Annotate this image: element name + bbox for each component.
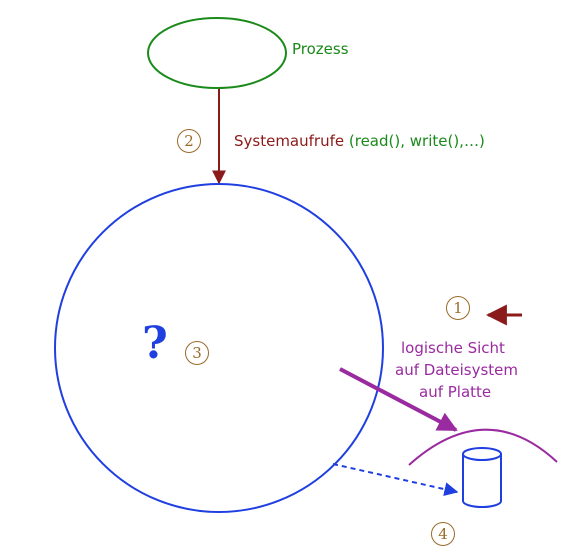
disk-icon — [462, 447, 502, 508]
disk-access-arrow — [332, 463, 459, 497]
kernel-circle — [54, 183, 384, 513]
logical-view-line-1: logische Sicht — [401, 339, 505, 357]
logical-view-line-3: auf Platte — [419, 383, 492, 401]
marker-4: 4 — [431, 522, 455, 546]
disk-surface-arc — [408, 428, 558, 466]
marker-1: 1 — [446, 296, 470, 320]
question-mark: ? — [142, 318, 168, 369]
process-ellipse — [147, 17, 287, 89]
marker-3: 3 — [185, 341, 209, 365]
logical-view-line-2: auf Dateisystem — [395, 361, 518, 379]
logical-view-arrow — [339, 367, 458, 432]
syscalls-examples: (read(), write(),…) — [348, 132, 485, 150]
syscalls-word: Systemaufrufe — [234, 132, 345, 150]
process-label: Prozess — [292, 40, 349, 58]
marker-2: 2 — [177, 129, 201, 153]
syscalls-label: Systemaufrufe (read(), write(),…) — [234, 132, 485, 150]
